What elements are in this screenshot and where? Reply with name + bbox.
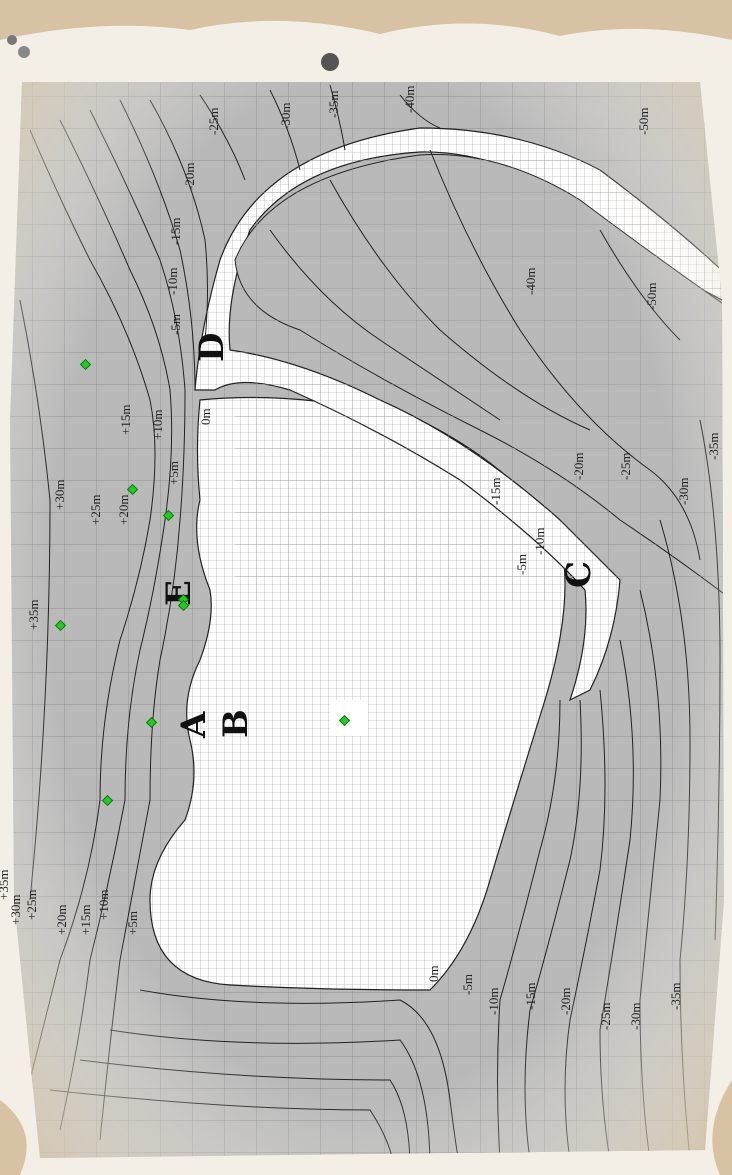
contour-label-c-minus30-bottom: -30m	[628, 1003, 643, 1030]
contour-label-c-minus15-top: -15m	[168, 218, 183, 245]
point-marker[interactable]	[162, 509, 175, 522]
contour-label-c-minus25-right: -25m	[618, 453, 633, 480]
point-marker[interactable]	[101, 794, 114, 807]
contour-label-c-minus50-top: -50m	[636, 108, 651, 135]
contour-label-c-minus10-bottom: -10m	[486, 988, 501, 1015]
ink-stain	[18, 46, 30, 58]
ink-stain	[321, 53, 339, 71]
contour-label-c-minus20-right: -20m	[571, 453, 586, 480]
contour-label-c-minus5-bottom: -5m	[460, 974, 475, 995]
contour-label-c-minus10-right: -10m	[532, 528, 547, 555]
contour-label-c-minus10-top: -10m	[165, 268, 180, 295]
contour-label-c-minus40-top: -40m	[402, 86, 417, 113]
contour-label-c-plus10-left: +10m	[150, 410, 165, 440]
marker-d[interactable]: D	[192, 333, 232, 362]
contour-label-c-plus5-bottom: +5m	[125, 911, 140, 935]
contour-label-c-minus35-right: -35m	[706, 433, 721, 460]
contour-label-c-minus30-top: -30m	[278, 103, 293, 130]
contour-label-c-plus25-bottom: +25m	[24, 890, 39, 920]
contour-label-c-plus35-left: +35m	[26, 600, 41, 630]
contour-label-c-minus20-top: -20m	[182, 163, 197, 190]
contour-label-c-minus40-basin: -40m	[523, 268, 538, 295]
contour-label-c-plus20-bottom: +20m	[54, 905, 69, 935]
contour-label-c-minus5-top: -5m	[168, 314, 183, 335]
contour-label-c-minus50-right: -50m	[644, 283, 659, 310]
contour-labels: +35m+30m+25m+20m+15m+10m+5m0m-5m-10m-15m…	[0, 86, 721, 1030]
contour-label-c-plus10-bottom: +10m	[96, 890, 111, 920]
burnt-bottom-edge	[0, 1100, 27, 1175]
marker-a[interactable]: A	[174, 711, 214, 739]
contour-label-c-minus20-bottom: -20m	[558, 988, 573, 1015]
point-marker[interactable]	[145, 716, 158, 729]
contour-label-c-minus15-right: -15m	[488, 478, 503, 505]
point-marker[interactable]	[126, 483, 139, 496]
point-marker[interactable]	[177, 599, 190, 612]
contour-label-c-minus35-top: -35m	[326, 91, 341, 118]
point-marker[interactable]	[79, 358, 92, 371]
burnt-top-edge	[0, 0, 732, 40]
contour-label-c-zero-bottom: 0m	[426, 965, 441, 982]
marker-c[interactable]: C	[559, 561, 599, 588]
point-marker[interactable]	[54, 619, 67, 632]
contour-label-c-plus15-left: +15m	[118, 405, 133, 435]
contour-label-c-plus25-left: +25m	[88, 495, 103, 525]
point-markers	[54, 358, 351, 807]
point-marker[interactable]	[177, 593, 190, 606]
contour-label-c-zero-top: 0m	[198, 408, 213, 425]
contour-label-c-minus15-bottom: -15m	[523, 983, 538, 1010]
marker-b[interactable]: B	[216, 709, 256, 738]
contour-label-c-plus20-left: +20m	[116, 495, 131, 525]
contour-label-c-minus25-bottom: -25m	[598, 1003, 613, 1030]
marker-e[interactable]: E	[159, 580, 199, 606]
contour-label-c-minus5-right: -5m	[514, 554, 529, 575]
point-marker[interactable]	[338, 714, 351, 727]
contour-label-c-plus30-left: +30m	[52, 480, 67, 510]
contour-label-c-plus35-bottom: +35m	[0, 870, 11, 900]
ink-stain	[7, 35, 17, 45]
contour-label-c-minus30-right: -30m	[676, 478, 691, 505]
location-markers: A B C D E	[159, 333, 599, 739]
contour-label-c-plus5-left: +5m	[166, 461, 181, 485]
contour-label-c-minus25-top: -25m	[206, 108, 221, 135]
contour-label-c-minus35-bottom: -35m	[668, 983, 683, 1010]
burnt-right-edge	[712, 1080, 732, 1175]
contour-label-c-plus15-bottom: +15m	[78, 905, 93, 935]
contour-label-c-plus30-bottom: +30m	[8, 895, 23, 925]
